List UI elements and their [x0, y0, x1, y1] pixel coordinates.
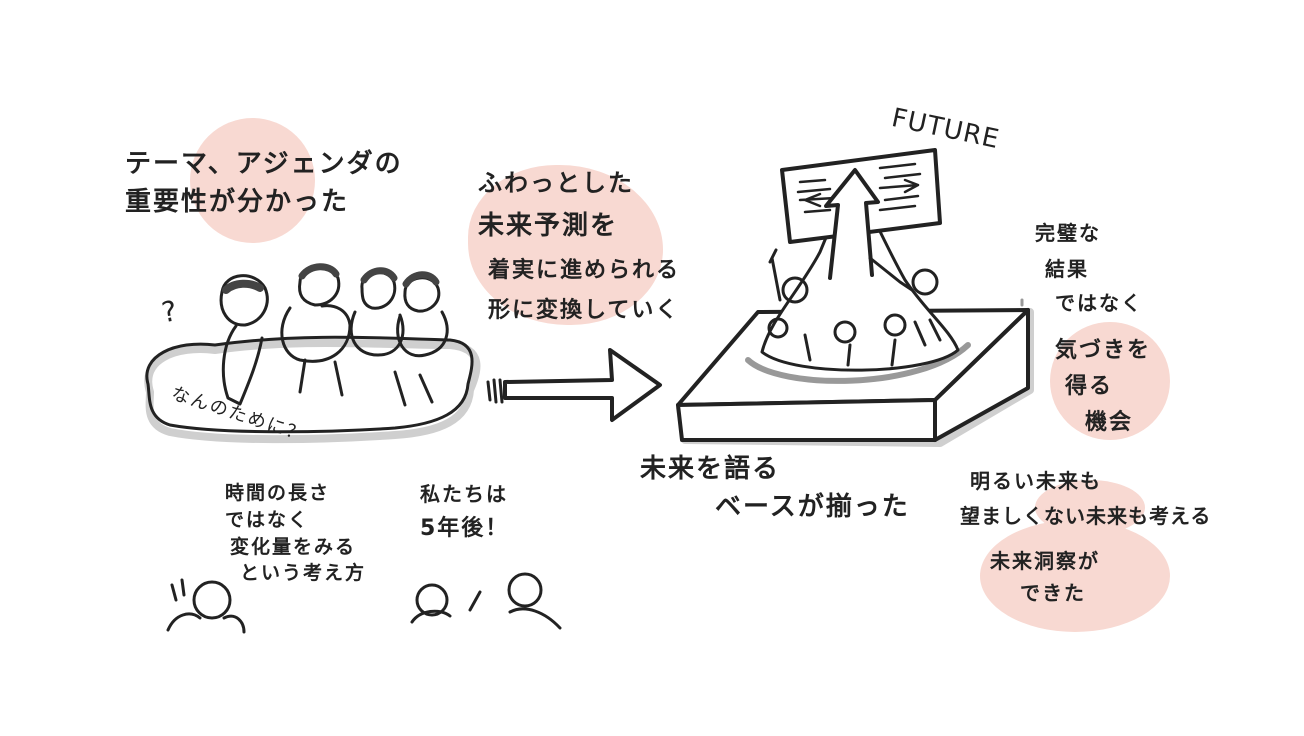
platform-front — [676, 398, 937, 442]
mountain-shadow — [745, 342, 971, 384]
note-years-line-2: 5年後！ — [420, 516, 510, 541]
transform-arrow — [486, 348, 662, 422]
growth-arrow — [824, 168, 880, 280]
person-body-3 — [349, 310, 405, 357]
note-insight-line-2: できた — [1020, 581, 1086, 605]
person-head-1 — [219, 274, 269, 327]
highlight-blob-insight — [980, 520, 1170, 632]
person-legs-4 — [393, 370, 434, 407]
note-bright-future-line-2: 望ましくない未来も考える — [960, 504, 1212, 528]
rug-illustration — [144, 263, 481, 444]
note-forecast-line-1: ふわっとした — [478, 169, 634, 197]
caption-base-line-2: ベースが揃った — [715, 492, 910, 522]
note-forecast-line-2: 未来予測を — [478, 211, 619, 241]
note-insight-line-1: 未来洞察が — [990, 549, 1100, 573]
note-time-line-2: ではなく — [225, 509, 310, 531]
platform-side — [933, 308, 1030, 442]
note-forecast-line-4: 形に変換していく — [488, 298, 680, 323]
person-hair-3 — [360, 267, 398, 284]
note-agenda-line-2: 重要性が分かった — [125, 187, 350, 217]
highlight-blob-awareness — [1050, 322, 1170, 440]
person-hair-2 — [298, 263, 340, 280]
caption-base-line-1: 未来を語る — [640, 454, 781, 484]
rug-shadow — [144, 338, 481, 444]
two-faces-doodle — [410, 572, 562, 630]
person-legs-2 — [298, 358, 344, 397]
person-body-4 — [396, 310, 449, 358]
note-forecast-line-3: 着実に進められる — [488, 258, 681, 283]
note-agenda-line-1: テーマ、アジェンダの — [125, 149, 403, 179]
side-note-top-line-3: ではなく — [1055, 291, 1143, 315]
future-platform — [676, 148, 1034, 447]
side-note-bottom-line-3: 機会 — [1085, 410, 1134, 435]
note-bright-future-line-1: 明るい未来も — [970, 469, 1102, 493]
highlight-blob-forecast — [468, 165, 663, 325]
note-years-line-1: 私たちは — [420, 482, 508, 506]
side-note-top-line-1: 完璧な — [1035, 221, 1101, 245]
rug-outline — [145, 335, 474, 434]
person-hair-1 — [222, 279, 264, 294]
note-time-line-1: 時間の長さ — [225, 482, 331, 504]
person-body-2 — [280, 304, 352, 363]
side-note-bottom-line-1: 気づきを — [1055, 338, 1152, 363]
side-note-top-line-2: 結果 — [1045, 257, 1089, 281]
person-hair-4 — [402, 271, 440, 288]
highlight-blob-agenda — [190, 118, 315, 243]
note-time-line-3: 変化量をみる — [230, 536, 357, 558]
side-note-bottom-line-2: 得る — [1065, 374, 1114, 399]
note-time-line-4: という考え方 — [240, 562, 367, 584]
confused-face-doodle — [166, 578, 246, 634]
person-body-1 — [221, 324, 264, 406]
